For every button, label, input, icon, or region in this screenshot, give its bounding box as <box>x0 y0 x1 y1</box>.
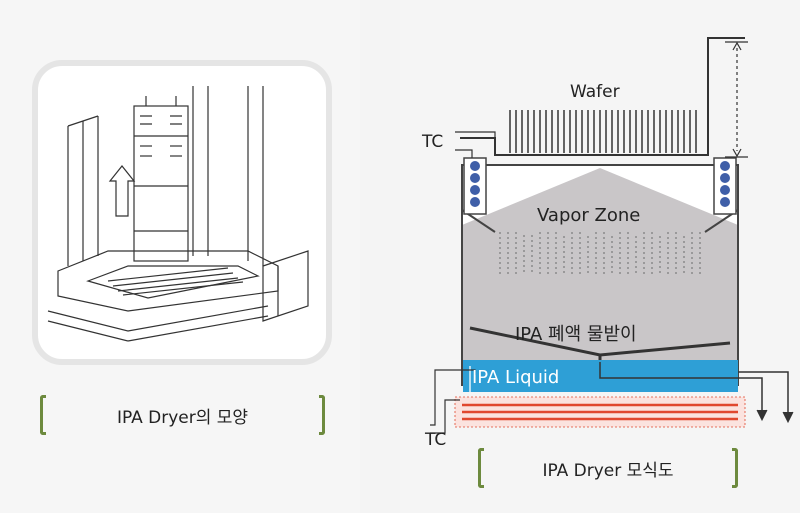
caption-bracket-right <box>732 448 738 488</box>
wafer-carrier <box>460 37 745 156</box>
right-panel: Wafer Vapor Zone IPA 폐액 물받이 IPA Liquid T… <box>400 0 800 513</box>
tc-top-label: TC <box>422 132 444 152</box>
dryer-shape-caption-text: IPA Dryer의 모양 <box>116 407 249 428</box>
lift-dimension-arrow <box>725 41 748 158</box>
caption-bracket-left <box>40 395 46 435</box>
caption-bracket-right <box>319 395 325 435</box>
dryer-schematic <box>430 37 794 434</box>
drain-tray-label: IPA 폐액 물받이 <box>515 324 637 345</box>
ipa-liquid-label: IPA Liquid <box>472 367 560 388</box>
drain-line <box>599 362 763 418</box>
vapor-dots <box>499 232 701 275</box>
dryer-sketch-frame <box>32 60 332 365</box>
wafer-stack <box>509 110 697 153</box>
dryer-schematic-caption: IPA Dryer 모식도 <box>478 448 738 488</box>
left-panel: IPA Dryer의 모양 <box>0 0 360 513</box>
dryer-sketch <box>47 86 309 342</box>
cooling-coil-right <box>713 157 737 215</box>
dryer-shape-caption: IPA Dryer의 모양 <box>40 395 325 435</box>
vapor-zone-label: Vapor Zone <box>537 205 641 226</box>
tc-bottom-label: TC <box>425 430 447 450</box>
wafer-label: Wafer <box>570 82 620 102</box>
vapor-zone <box>462 168 738 385</box>
dryer-schematic-caption-text: IPA Dryer 모식도 <box>542 460 674 481</box>
cooling-coil-left <box>463 157 487 215</box>
caption-bracket-left <box>478 448 484 488</box>
